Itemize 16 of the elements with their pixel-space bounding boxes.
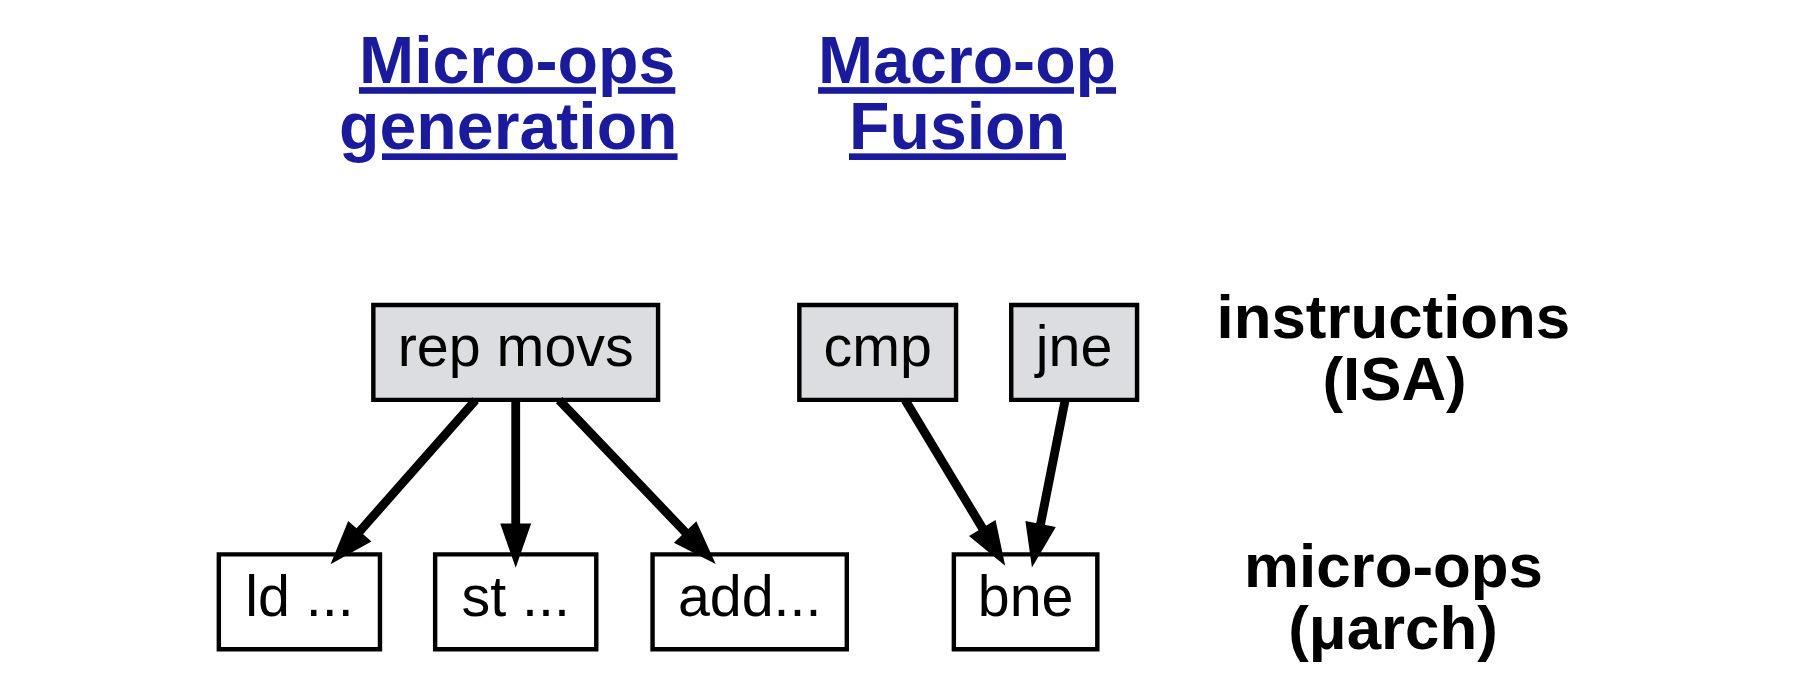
node-box: rep movs [370, 302, 660, 403]
node-box: bne [951, 552, 1100, 652]
arrow [499, 400, 531, 568]
node-box: st ... [432, 552, 598, 652]
arrow [1024, 399, 1069, 568]
node-box: cmp [796, 302, 958, 403]
label: Macro-op Fusion [817, 23, 1116, 164]
node-box: add... [649, 552, 849, 652]
label: Micro-ops generation [338, 23, 678, 164]
arrow [330, 397, 479, 565]
arrow [555, 397, 716, 565]
label: micro-ops (μarch) [1243, 531, 1543, 663]
arrow [900, 397, 1005, 566]
label: instructions (ISA) [1216, 281, 1570, 413]
node-box: ld ... [216, 552, 382, 652]
node-box: jne [1008, 302, 1139, 403]
